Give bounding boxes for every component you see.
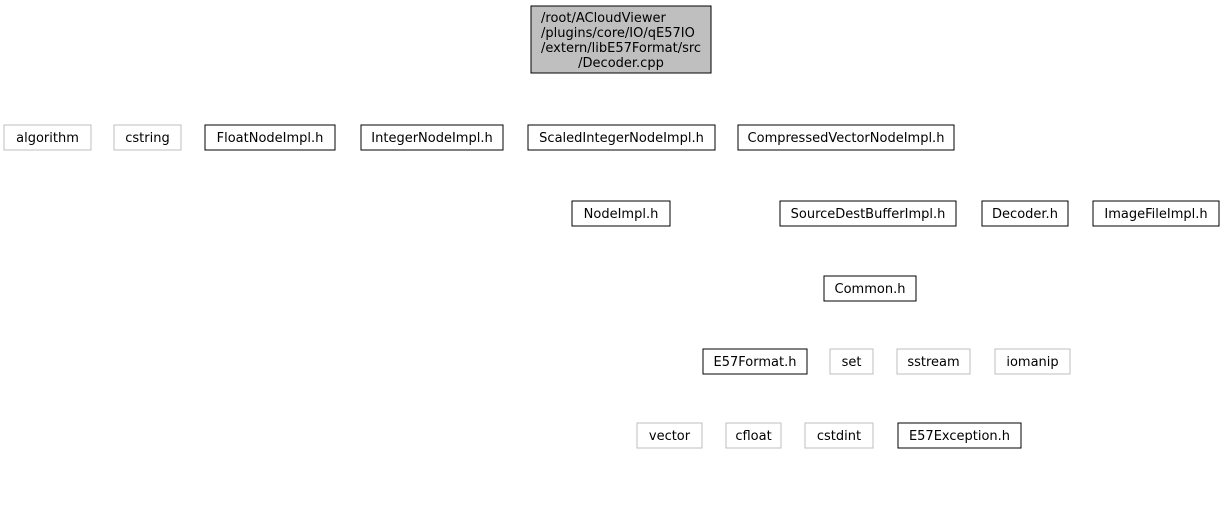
node-label: CompressedVectorNodeImpl.h [748, 131, 945, 146]
node-sourcedestbufferimpl[interactable]: SourceDestBufferImpl.h [779, 200, 957, 227]
node-integernodeimpl[interactable]: IntegerNodeImpl.h [360, 124, 504, 151]
node-set[interactable]: set [829, 348, 874, 375]
node-cstdint[interactable]: cstdint [804, 422, 874, 449]
root-label-line-1: /root/ACloudViewer [541, 11, 666, 26]
node-e57exception[interactable]: E57Exception.h [897, 422, 1022, 449]
node-label: Decoder.h [992, 207, 1058, 222]
node-label: algorithm [16, 131, 79, 146]
node-label: cfloat [735, 429, 771, 444]
node-label: sstream [907, 355, 959, 370]
node-floatnodeimpl[interactable]: FloatNodeImpl.h [204, 124, 336, 151]
node-scaledintegernodeimpl[interactable]: ScaledIntegerNodeImpl.h [527, 124, 716, 151]
node-label: cstring [125, 131, 169, 146]
node-label: NodeImpl.h [584, 207, 659, 222]
node-e57format[interactable]: E57Format.h [702, 348, 808, 375]
node-sstream[interactable]: sstream [896, 348, 971, 375]
node-algorithm[interactable]: algorithm [3, 124, 92, 151]
node-label: E57Exception.h [909, 429, 1010, 444]
node-decoder-h[interactable]: Decoder.h [981, 200, 1069, 227]
nodes-layer: /root/ACloudViewer /plugins/core/IO/qE57… [3, 5, 1220, 449]
node-label: ScaledIntegerNodeImpl.h [539, 131, 704, 146]
node-label: FloatNodeImpl.h [217, 131, 324, 146]
node-label: cstdint [817, 429, 861, 444]
node-nodeimpl[interactable]: NodeImpl.h [571, 200, 671, 227]
node-vector[interactable]: vector [636, 422, 703, 449]
node-compressedvectornodeimpl[interactable]: CompressedVectorNodeImpl.h [737, 124, 955, 151]
node-iomanip[interactable]: iomanip [994, 348, 1071, 375]
node-label: E57Format.h [714, 355, 797, 370]
node-cstring[interactable]: cstring [113, 124, 182, 151]
node-label: iomanip [1006, 355, 1058, 370]
node-label: ImageFileImpl.h [1104, 207, 1207, 222]
root-label-line-4: /Decoder.cpp [578, 56, 664, 71]
node-common-h[interactable]: Common.h [823, 275, 917, 302]
root-label-line-2: /plugins/core/IO/qE57IO [541, 26, 695, 41]
node-imagefileimpl[interactable]: ImageFileImpl.h [1092, 200, 1220, 227]
root-label-line-3: /extern/libE57Format/src [541, 41, 701, 56]
node-label: IntegerNodeImpl.h [371, 131, 492, 146]
node-label: Common.h [835, 282, 906, 297]
node-label: SourceDestBufferImpl.h [791, 207, 946, 222]
node-label: set [842, 355, 862, 370]
node-decoder-cpp-root[interactable]: /root/ACloudViewer /plugins/core/IO/qE57… [530, 5, 712, 74]
node-label: vector [649, 429, 691, 444]
node-cfloat[interactable]: cfloat [725, 422, 782, 449]
